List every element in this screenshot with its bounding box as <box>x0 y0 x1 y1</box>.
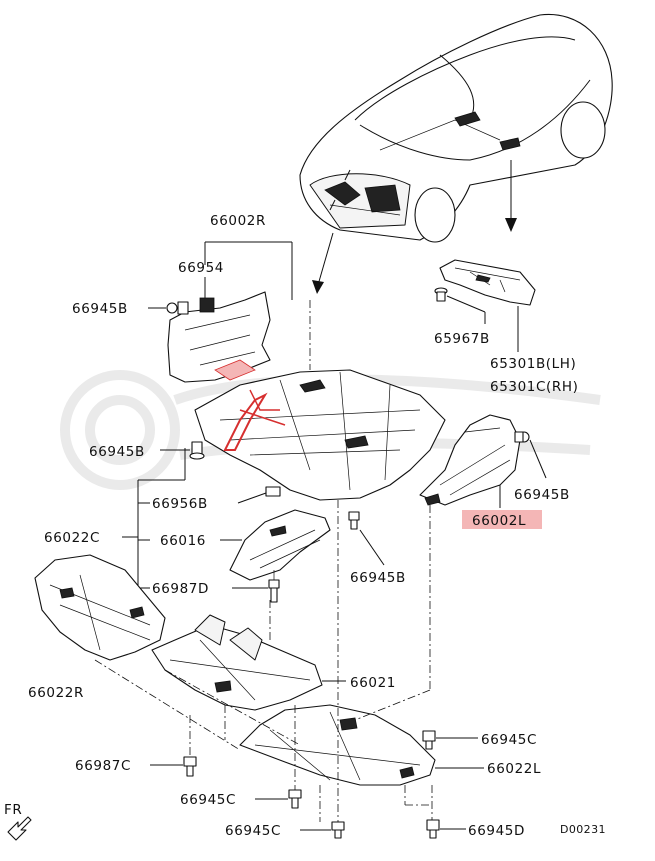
label-66987C: 66987C <box>75 758 131 774</box>
bracket-66002R <box>204 241 293 300</box>
bracket-66022C <box>122 448 268 589</box>
label-66016: 66016 <box>160 533 206 549</box>
vehicle-outline <box>299 13 613 243</box>
part-66002L <box>419 414 521 506</box>
label-66002L: 66002L <box>472 513 526 529</box>
clip-66945C-right <box>422 730 478 750</box>
rear-cover-65301 <box>439 259 536 306</box>
clip-66945D <box>426 819 466 839</box>
clip-66945C-left <box>255 705 302 809</box>
label-66945C-bottom: 66945C <box>225 823 281 839</box>
label-65301B: 65301B(LH) <box>490 356 576 372</box>
clip-66956B <box>265 486 281 497</box>
label-65967B: 65967B <box>434 331 490 347</box>
label-66022R: 66022R <box>28 685 84 701</box>
label-66002R: 66002R <box>210 213 266 229</box>
label-66945B-upper: 66945B <box>72 301 128 317</box>
front-direction-indicator <box>7 816 32 841</box>
label-66954: 66954 <box>178 260 224 276</box>
part-main-undercover <box>194 369 446 501</box>
label-66945B-right: 66945B <box>514 487 570 503</box>
label-66945D: 66945D <box>468 823 525 839</box>
part-66022R <box>34 554 166 661</box>
clip-66945B-left <box>189 441 205 460</box>
part-66002R <box>167 291 271 383</box>
label-66945C-right: 66945C <box>481 732 537 748</box>
label-66987D: 66987D <box>152 581 209 597</box>
highlight-box-66002L <box>462 510 542 529</box>
part-66022L <box>239 704 436 786</box>
label-66021: 66021 <box>350 675 396 691</box>
label-65301C: 65301C(RH) <box>490 379 578 395</box>
clip-66987C <box>150 715 197 777</box>
clip-66945B-upper <box>166 301 189 315</box>
clip-66945B-mid <box>348 511 385 566</box>
clip-66987D <box>268 570 280 603</box>
alignment-lines <box>94 300 433 822</box>
clip-65967B <box>434 287 486 324</box>
label-fr: FR <box>4 802 22 818</box>
label-66956B: 66956B <box>152 496 208 512</box>
arrow-front <box>312 232 334 294</box>
part-labels: 66002R 66954 66945B 66945B 66956B 66022C… <box>4 213 606 839</box>
clip-66945C-bottom <box>300 500 345 839</box>
label-66945B-left: 66945B <box>89 444 145 460</box>
clip-66945B-right <box>514 431 547 479</box>
label-66022L: 66022L <box>487 761 541 777</box>
part-66021 <box>151 614 323 711</box>
arrow-rear <box>505 160 517 232</box>
diagram-code: D00231 <box>560 823 606 836</box>
label-66022C: 66022C <box>44 530 100 546</box>
label-66945C-left: 66945C <box>180 792 236 808</box>
part-66016 <box>229 509 331 581</box>
label-66945B-mid: 66945B <box>350 570 406 586</box>
